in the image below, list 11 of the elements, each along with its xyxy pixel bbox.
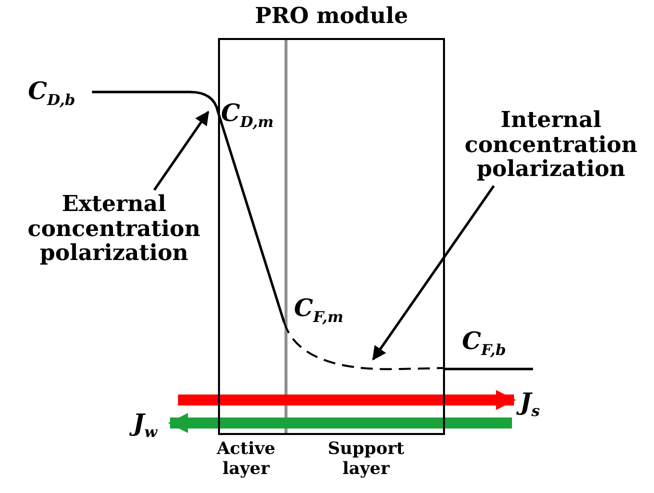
region-label: Active layer — [216, 440, 276, 480]
region-label: Support layer — [326, 440, 406, 480]
leader-arrow — [153, 110, 210, 191]
symbol-label: C$_{D,m}$ — [221, 98, 274, 131]
leader-arrow — [372, 185, 495, 360]
symbol-label: C$_{F,b}$ — [462, 326, 506, 359]
symbol-label: C$_{F,m}$ — [294, 293, 344, 326]
annotation-text: Internal concentration polarization — [464, 108, 638, 182]
symbol-label: C$_{D,b}$ — [28, 76, 76, 109]
module-title: PRO module — [254, 4, 410, 29]
annotation-text: External concentration polarization — [26, 192, 202, 266]
